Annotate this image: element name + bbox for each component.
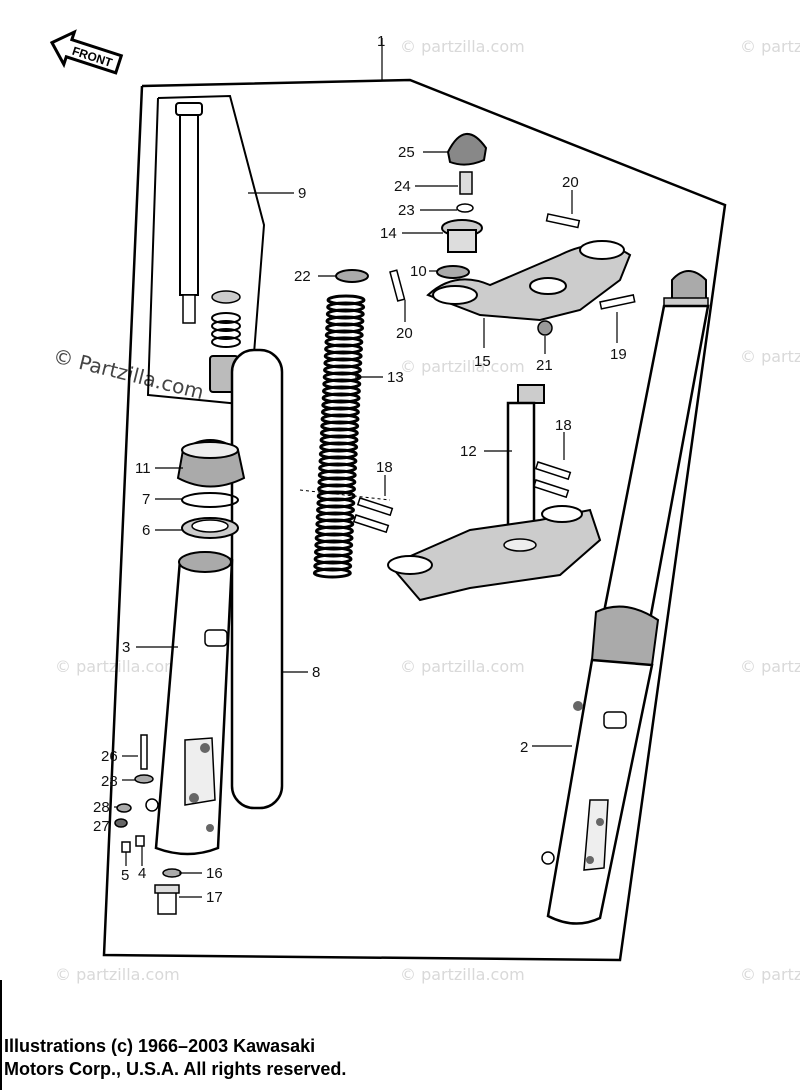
watermark: © partzilla.com xyxy=(400,965,525,984)
watermark: © partzilla.com xyxy=(400,357,525,376)
callout-9: 9 xyxy=(298,185,306,202)
leader-lines xyxy=(114,151,618,898)
fork-spring xyxy=(299,294,391,579)
callout-10: 10 xyxy=(410,263,427,280)
copyright-line-1: Illustrations (c) 1966–2003 Kawasaki xyxy=(4,1036,316,1056)
air-valve xyxy=(459,171,473,195)
callout-21: 21 xyxy=(536,357,553,374)
spring-seat xyxy=(335,269,369,283)
callout-12: 12 xyxy=(460,443,477,460)
callout-28b: 28 xyxy=(93,799,110,816)
assembly-outline xyxy=(102,78,727,962)
watermark: © partzilla.com xyxy=(740,347,800,366)
callout-13: 13 xyxy=(387,369,404,386)
watermark: © partzilla.com xyxy=(740,965,800,984)
callout-18: 18 xyxy=(555,417,572,434)
callout-23: 23 xyxy=(398,202,415,219)
steering-stem xyxy=(387,384,602,602)
dust-seal xyxy=(176,439,246,488)
top-plug xyxy=(441,219,483,253)
watermark-grid: © partzilla.com © partzilla.com © partzi… xyxy=(55,37,800,984)
watermark: © partzilla.com xyxy=(740,657,800,676)
callout-numbers: 1 2 3 4 5 6 7 8 9 10 11 12 13 14 15 16 1… xyxy=(93,33,627,906)
retaining-clip xyxy=(181,492,239,508)
callout-1: 1 xyxy=(377,33,385,50)
upper-bracket xyxy=(426,240,632,336)
callout-6: 6 xyxy=(142,522,150,539)
callout-20: 20 xyxy=(562,174,579,191)
callout-2: 2 xyxy=(520,739,528,756)
damper-rod xyxy=(175,102,241,393)
callout-22: 22 xyxy=(294,268,311,285)
callout-27: 27 xyxy=(93,818,110,835)
small-fasteners xyxy=(114,734,182,915)
left-border-mark xyxy=(0,980,2,1090)
callout-3: 3 xyxy=(122,639,130,656)
callout-11: 11 xyxy=(135,460,151,477)
callout-15: 15 xyxy=(474,353,491,370)
callout-28: 28 xyxy=(101,773,118,790)
bracket-bolts xyxy=(352,213,636,534)
callout-17: 17 xyxy=(206,889,223,906)
oil-seal xyxy=(181,517,239,539)
callout-14: 14 xyxy=(380,225,397,242)
watermark: © partzilla.com xyxy=(740,37,800,56)
cap-cover xyxy=(446,133,488,166)
callout-8: 8 xyxy=(312,664,320,681)
callout-24: 24 xyxy=(394,178,411,195)
right-fork-leg xyxy=(541,270,710,925)
callout-19: 19 xyxy=(610,346,627,363)
callout-5: 5 xyxy=(121,867,129,884)
callout-18b: 18 xyxy=(376,459,393,476)
callout-20b: 20 xyxy=(396,325,413,342)
inset-outline xyxy=(146,94,266,407)
left-outer-tube xyxy=(145,551,234,856)
washer-10 xyxy=(436,265,470,279)
callout-25: 25 xyxy=(398,144,415,161)
spring-coil xyxy=(312,567,352,579)
callout-16: 16 xyxy=(206,865,223,882)
copyright-line-2: Motors Corp., U.S.A. All rights reserved… xyxy=(4,1059,347,1079)
watermark: © partzilla.com xyxy=(400,657,525,676)
watermark: © partzilla.com xyxy=(55,965,180,984)
watermark: © partzilla.com xyxy=(400,37,525,56)
o-ring xyxy=(456,203,474,213)
callout-26: 26 xyxy=(101,748,118,765)
front-arrow-icon: FRONT xyxy=(49,29,124,75)
callout-7: 7 xyxy=(142,491,150,508)
callout-4: 4 xyxy=(138,865,146,882)
copyright-notice: Illustrations (c) 1966–2003 Kawasaki Mot… xyxy=(4,1035,424,1081)
fork-tube xyxy=(230,348,284,810)
